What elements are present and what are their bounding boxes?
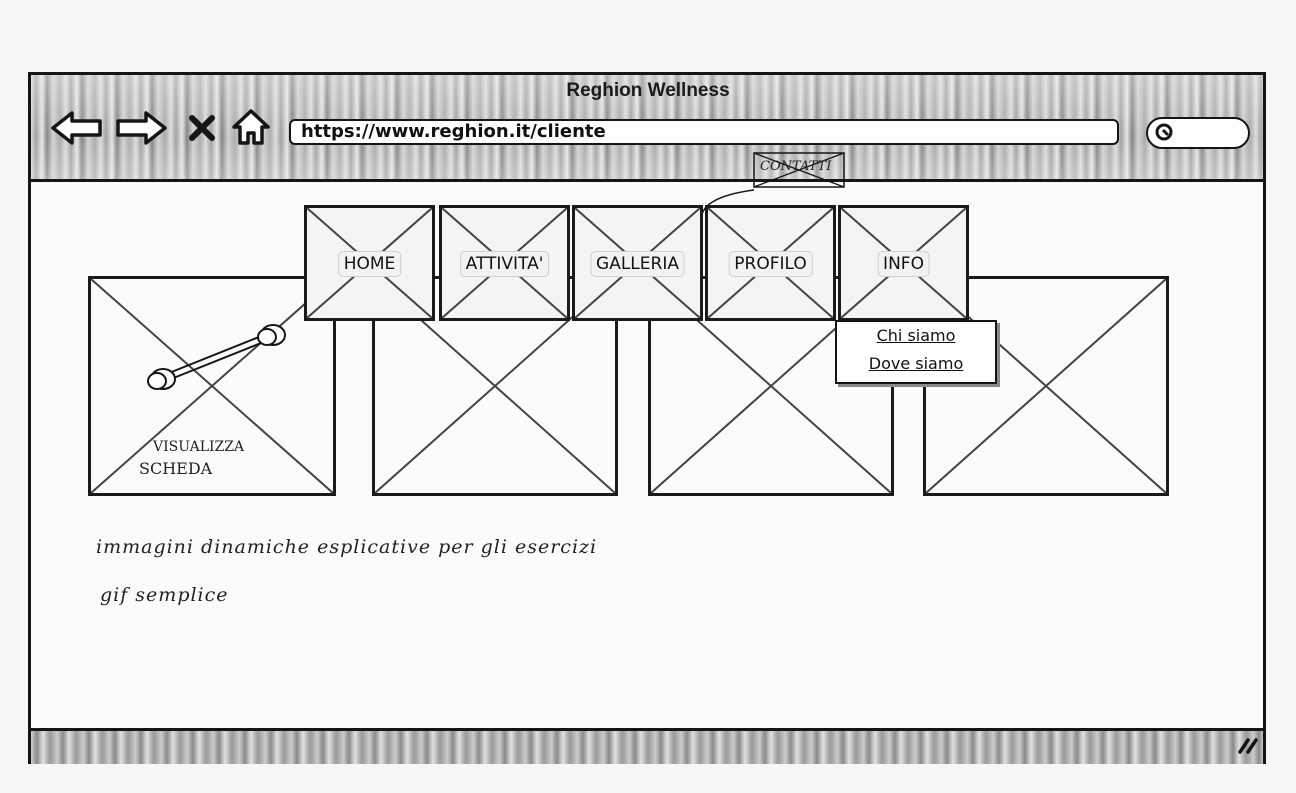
nav-home[interactable]: HOME bbox=[304, 205, 435, 321]
address-bar[interactable]: https://www.reghion.it/cliente bbox=[289, 119, 1119, 145]
exercise-image-card[interactable]: VISUALIZZA SCHEDA bbox=[88, 276, 336, 496]
handwritten-note-line2: gif semplice bbox=[100, 584, 229, 606]
exercise-image-card[interactable] bbox=[923, 276, 1169, 496]
nav-attivita[interactable]: ATTIVITA' bbox=[439, 205, 570, 321]
crossed-out-contact-note: CONTATTI bbox=[750, 150, 848, 190]
status-bar bbox=[31, 728, 1263, 764]
nav-profilo-label: PROFILO bbox=[728, 251, 813, 277]
annotation-connector bbox=[698, 186, 758, 221]
nav-info-label: INFO bbox=[877, 251, 930, 277]
window-title: Reghion Wellness bbox=[566, 80, 730, 101]
search-icon bbox=[1154, 122, 1176, 149]
handwritten-note-line1: immagini dinamiche esplicative per gli e… bbox=[96, 536, 598, 558]
back-arrow-icon[interactable] bbox=[50, 110, 104, 146]
nav-attivita-label: ATTIVITA' bbox=[459, 251, 550, 277]
card-caption-line2: SCHEDA bbox=[139, 459, 213, 478]
home-icon[interactable] bbox=[230, 108, 272, 146]
nav-galleria[interactable]: GALLERIA bbox=[572, 205, 703, 321]
menu-item-dove-siamo[interactable]: Dove siamo bbox=[868, 354, 964, 373]
resize-grip-icon[interactable] bbox=[1236, 734, 1260, 761]
forward-arrow-icon[interactable] bbox=[114, 110, 168, 146]
nav-galleria-label: GALLERIA bbox=[590, 251, 685, 277]
info-dropdown-menu: Chi siamo Dove siamo bbox=[835, 320, 997, 384]
card-caption-line1: VISUALIZZA bbox=[153, 439, 245, 455]
nav-info[interactable]: INFO bbox=[838, 205, 969, 321]
nav-profilo[interactable]: PROFILO bbox=[705, 205, 836, 321]
search-input[interactable] bbox=[1146, 117, 1250, 149]
nav-home-label: HOME bbox=[337, 251, 402, 277]
close-icon[interactable] bbox=[187, 113, 217, 143]
menu-item-chi-siamo[interactable]: Chi siamo bbox=[876, 326, 956, 345]
